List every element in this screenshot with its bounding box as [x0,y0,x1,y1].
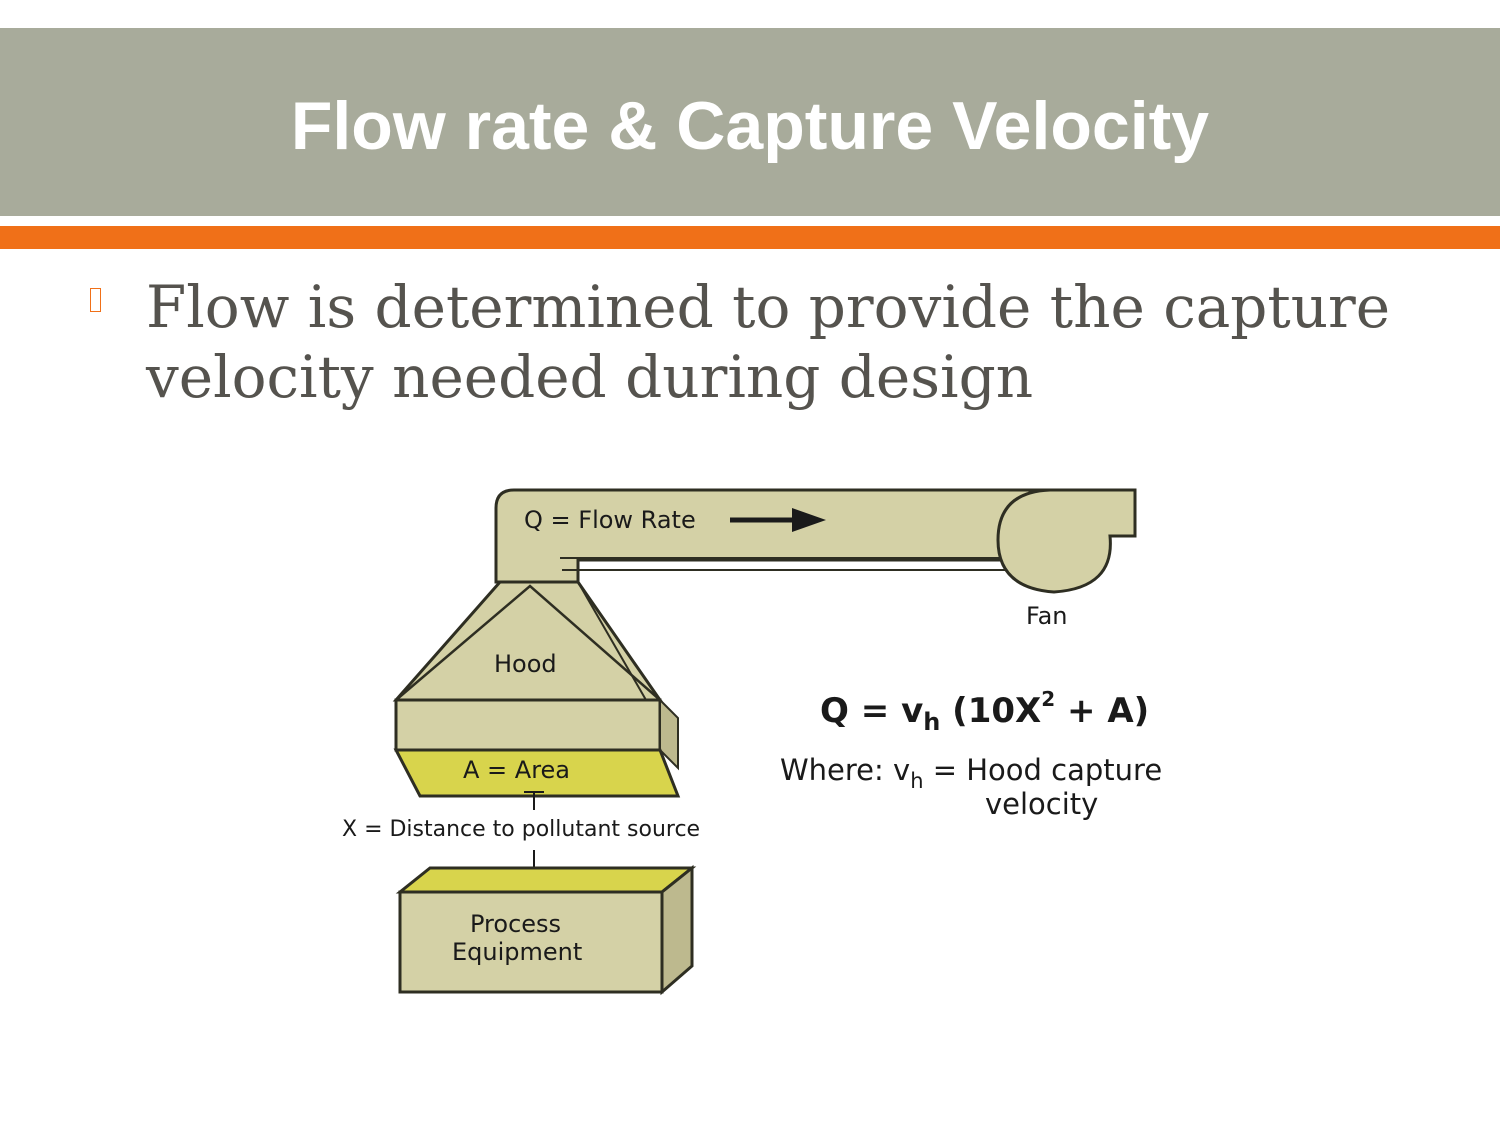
capture-formula: Q = vh (10X2 + A) [820,687,1149,736]
slide-title: Flow rate & Capture Velocity [290,88,1210,164]
flow-rate-label: Q = Flow Rate [524,506,696,534]
ventilation-diagram: Q = Flow Rate Fan Hood A = Area X = Dist… [342,488,1162,996]
equipment-label-line1: Process [470,910,561,938]
distance-label: X = Distance to pollutant source [342,817,700,842]
fan-label: Fan [1026,602,1068,630]
formula-where-line2: velocity [985,787,1098,821]
fan-icon [996,488,1137,594]
formula-where-line1: Where: vh = Hood capture [780,753,1162,793]
title-band: Flow rate & Capture Velocity [0,28,1500,216]
flow-arrow-icon [730,508,826,532]
hood-label: Hood [494,650,557,678]
area-label: A = Area [463,756,570,784]
process-equipment-icon [395,864,697,996]
bullet-text: Flow is determined to provide the captur… [146,273,1391,411]
bullet-marker-icon [90,282,112,316]
hood-icon [392,580,681,798]
equipment-label-line2: Equipment [452,938,582,966]
duct [494,488,1032,584]
accent-divider [0,226,1500,249]
